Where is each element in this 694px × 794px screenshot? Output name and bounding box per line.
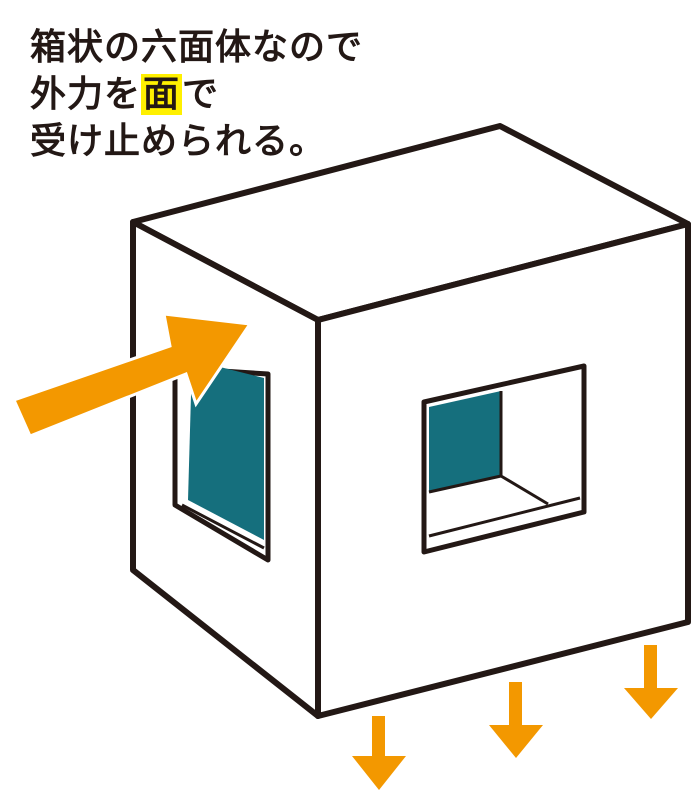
caption-line-2-end: で <box>182 74 220 115</box>
front-window <box>421 363 587 555</box>
left-window <box>172 360 271 563</box>
arrow-down-icon <box>352 716 406 790</box>
left-window-interior <box>188 360 264 540</box>
caption-line-3: 受け止められる。 <box>30 121 327 162</box>
arrow-right-icon <box>11 312 253 438</box>
caption-line-1: 箱状の六面体なので <box>30 27 364 68</box>
caption-highlight: 面 <box>141 74 183 115</box>
caption: 箱状の六面体なので 外力を面で 受け止められる。 <box>30 24 363 165</box>
arrow-down-icon <box>624 645 678 719</box>
caption-line-2-start: 外力を <box>30 74 142 115</box>
front-window-interior <box>429 391 501 492</box>
caption-line-2: 外力を面で <box>30 71 363 118</box>
arrow-down-icon <box>489 682 543 758</box>
